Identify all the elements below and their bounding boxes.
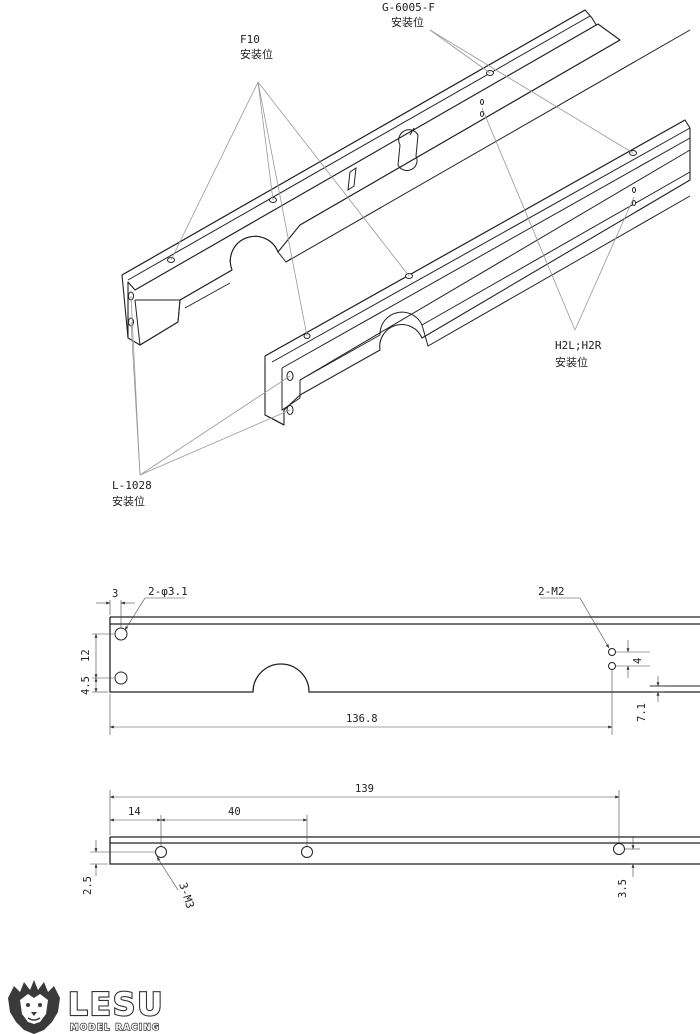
- callout-l1028-code: L-1028: [112, 479, 152, 492]
- top-thread-note: 3-M3: [176, 881, 197, 910]
- dim-side-overall: 136.8: [346, 713, 378, 725]
- dim-m2-low: 7.1: [636, 703, 648, 722]
- callout-f10-label: 安装位: [240, 47, 273, 61]
- isometric-view: G-6005-F 安装位 F10 安装位 H2L;H2R 安装位 L-1028 …: [112, 1, 691, 508]
- callout-f10-code: F10: [240, 33, 260, 46]
- dim-edge-offset: 3: [112, 588, 118, 600]
- callout-h2l-label: 安装位: [555, 355, 588, 369]
- side-view: 3 2-φ3.1 12 4.5 2-M2 4 7.1 136.8: [80, 585, 700, 735]
- callout-h2l-code: H2L;H2R: [555, 339, 602, 352]
- lion-emblem: [8, 980, 60, 1034]
- dim-top-right-offset: 3.5: [617, 879, 629, 898]
- rail-b: [264, 119, 691, 426]
- top-view: 139 14 40 2.5 3.5 3-M3: [82, 783, 700, 910]
- dim-hole-pitch-v: 12: [80, 649, 92, 662]
- side-hole-note: 2-φ3.1: [148, 585, 188, 598]
- callout-g6005f-label: 安装位: [391, 15, 424, 29]
- side-thread-note: 2-M2: [538, 585, 565, 598]
- dim-top-overall: 139: [355, 783, 374, 795]
- brand-tagline: MODEL RACING: [70, 1023, 160, 1033]
- callout-g6005f-code: G-6005-F: [382, 1, 435, 14]
- dim-top-pitch: 40: [228, 806, 241, 818]
- rail-a: [121, 9, 691, 346]
- dim-m2-pitch: 4: [632, 658, 644, 664]
- dim-top-left-offset: 2.5: [82, 876, 94, 895]
- dim-top-first: 14: [128, 806, 141, 818]
- callout-l1028-label: 安装位: [112, 494, 145, 508]
- leader-lines: [130, 29, 635, 476]
- dim-hole-low: 4.5: [80, 676, 92, 695]
- brand-name: LESU: [68, 987, 164, 1023]
- brand-logo: LESU MODEL RACING: [8, 980, 164, 1034]
